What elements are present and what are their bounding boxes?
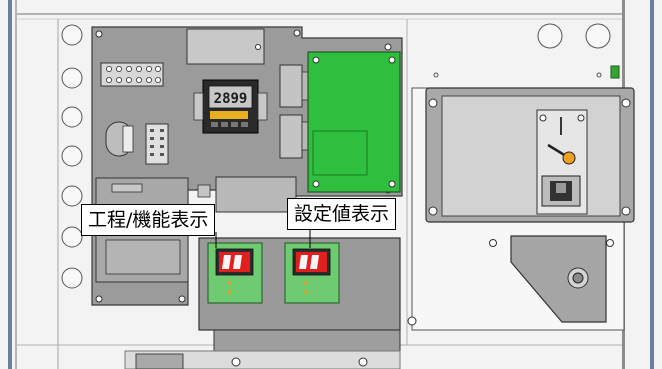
display-bracket-top: [215, 176, 297, 213]
knockout-holes-left: [61, 24, 83, 289]
lock-bracket: [510, 235, 607, 323]
door-screw-right: [606, 239, 614, 247]
knockout-holes-top-right: [537, 23, 611, 49]
door-screw-left: [489, 239, 497, 247]
control-pcb: [307, 51, 401, 193]
cabinet-left-edge: [8, 0, 12, 369]
breaker-unit: [536, 109, 588, 215]
relay-bracket-lower: [301, 121, 309, 151]
small-terminal-strip: [145, 123, 169, 165]
controller-bracket-left: [193, 92, 204, 121]
controller-bracket-right: [257, 92, 268, 121]
display-housing-base: [213, 329, 401, 353]
green-terminal: [610, 65, 620, 79]
terminal-block: [100, 62, 164, 87]
breaker-plate: [425, 87, 635, 223]
setpoint-display-board: [284, 242, 340, 304]
cabinet-right-outer-edge: [650, 0, 654, 369]
bottom-holes: [231, 357, 368, 367]
process-function-display-callout: 工程/機能表示: [81, 204, 216, 236]
door-small-hole-right: [596, 72, 602, 78]
relay-block-lower: [279, 114, 303, 159]
relay-block-upper: [279, 64, 303, 108]
setpoint-display-callout: 設定値表示: [287, 198, 397, 230]
round-component: [105, 121, 134, 157]
door-hinge-screw: [407, 316, 417, 326]
bottom-bracket: [135, 353, 184, 369]
display-bracket-tab: [197, 184, 211, 198]
process-display-board: [207, 242, 263, 304]
bottom-strip: [124, 350, 401, 369]
controller-display-digits: 2899: [214, 91, 248, 107]
door-small-hole: [433, 72, 439, 78]
top-bracket: [186, 28, 265, 65]
cabinet-left-inner-edge: [15, 0, 17, 369]
top-bracket-screw: [255, 44, 261, 50]
relay-bracket-upper: [301, 71, 309, 101]
temperature-controller: [202, 79, 259, 134]
